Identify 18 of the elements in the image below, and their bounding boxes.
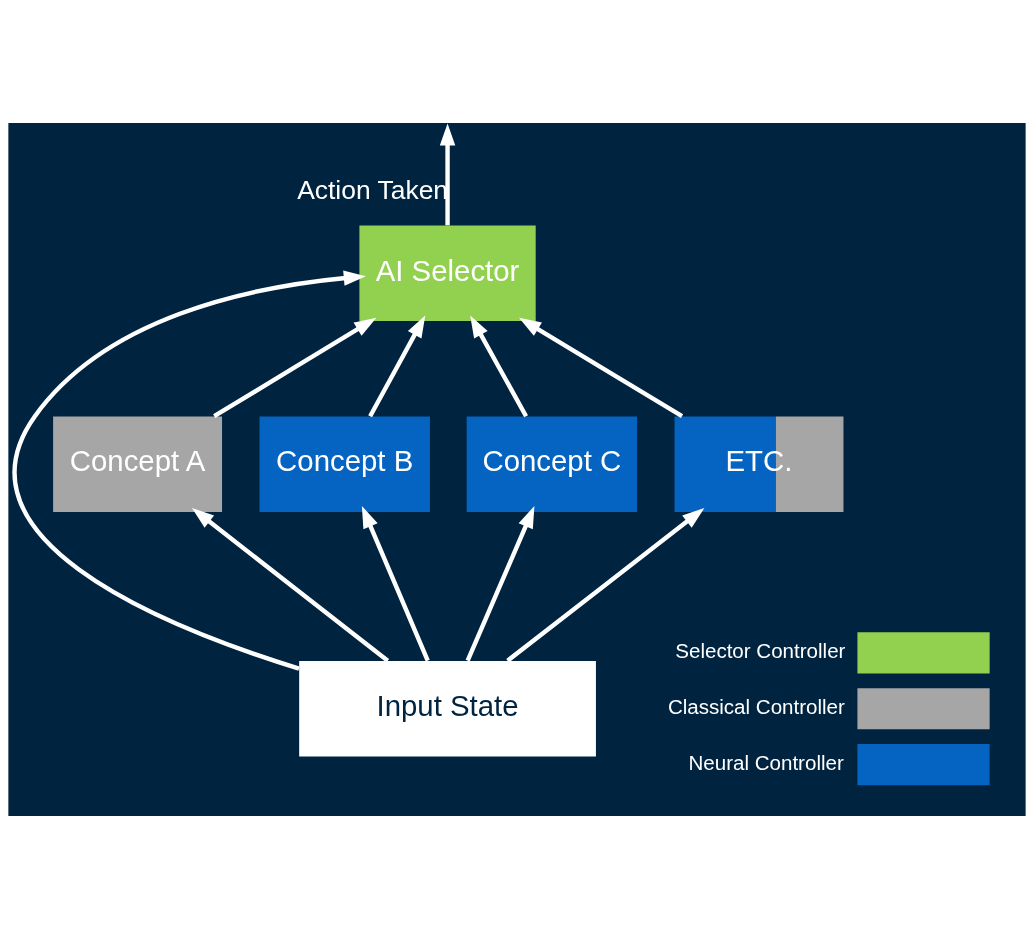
legend-label: Selector Controller	[675, 638, 846, 662]
arrow	[470, 314, 528, 417]
node-box: Input State	[299, 660, 596, 756]
arrow	[519, 317, 684, 418]
arrow	[361, 505, 430, 662]
arrow	[368, 314, 426, 417]
node-box: Concept A	[53, 415, 223, 512]
arrow	[213, 317, 377, 418]
node-box: Concept C	[466, 415, 638, 512]
legend-label: Classical Controller	[667, 694, 845, 718]
arrow	[506, 507, 705, 662]
node-box: AI Selector	[359, 224, 536, 321]
legend-label: Neural Controller	[688, 750, 844, 774]
node-box: Concept B	[259, 415, 430, 512]
arrow	[439, 122, 456, 225]
arrow	[191, 507, 390, 662]
arrow	[13, 269, 366, 671]
arrow	[465, 505, 535, 662]
